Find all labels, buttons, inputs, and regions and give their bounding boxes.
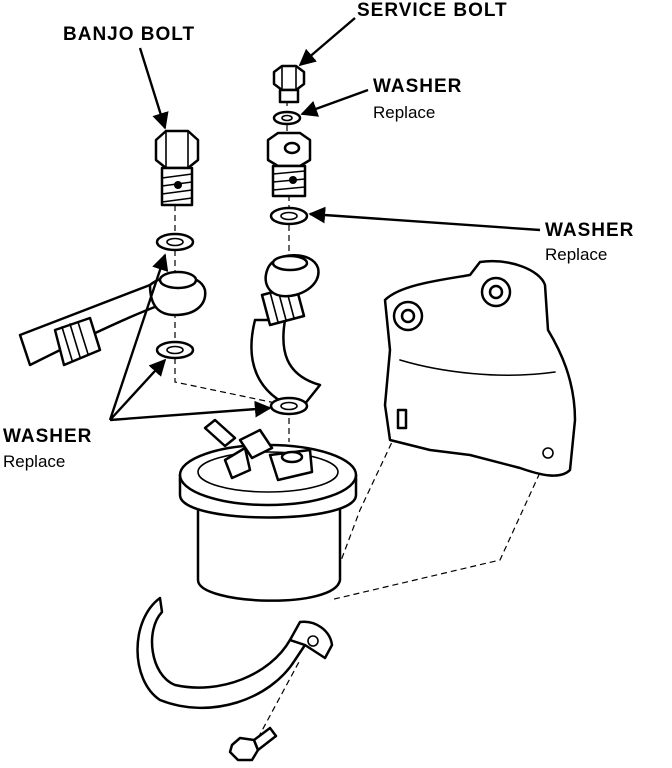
leader-lines — [108, 17, 541, 422]
banjo-bolt-label: BANJO BOLT — [63, 24, 195, 45]
alignment-lines — [174, 100, 549, 739]
washer-left-lower — [155, 340, 195, 360]
washer-right-label: WASHER — [545, 220, 634, 241]
washer-left-upper — [155, 232, 195, 252]
service-bolt — [272, 64, 306, 104]
left-banjo-fitting — [18, 270, 207, 367]
right-hose-fitting — [250, 254, 322, 412]
mounting-bracket — [383, 259, 577, 477]
washer-right-upper — [269, 206, 309, 226]
washer-service — [272, 110, 302, 126]
washer-left-note: Replace — [3, 452, 65, 471]
fuel-filter — [178, 418, 358, 602]
washer-top-label: WASHER — [373, 76, 462, 97]
washer-top-note: Replace — [373, 103, 435, 122]
washer-left-label: WASHER — [3, 426, 92, 447]
washer-right-note: Replace — [545, 245, 607, 264]
clamp-bolt — [228, 726, 278, 762]
filter-clamp — [136, 596, 334, 709]
service-bolt-label: SERVICE BOLT — [357, 0, 508, 21]
right-banjo-body — [266, 131, 312, 198]
washer-filter-inlet — [269, 396, 309, 416]
banjo-bolt — [154, 129, 200, 207]
